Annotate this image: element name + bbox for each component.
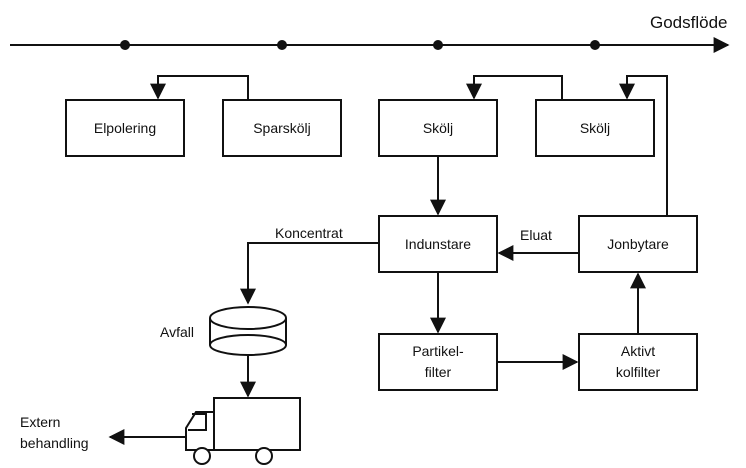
goods-flow-label: Godsflöde [650, 13, 728, 32]
aktivt-kolfilter-label-2: kolfilter [616, 364, 661, 380]
skolj-label-1: Skölj [423, 120, 453, 136]
jonbytare-label: Jonbytare [607, 236, 669, 252]
flow-dot-1 [120, 40, 130, 50]
avfall-tank-icon [210, 307, 286, 355]
skolj2-to-skolj1-arrow [474, 76, 562, 100]
koncentrat-label: Koncentrat [275, 225, 343, 241]
extern-label-1: Extern [20, 414, 60, 430]
skolj-label-2: Skölj [580, 120, 610, 136]
avfall-label: Avfall [160, 324, 194, 340]
flow-dot-4 [590, 40, 600, 50]
aktivt-kolfilter-label-1: Aktivt [621, 343, 655, 359]
sparskolj-to-elpolering-arrow [158, 76, 248, 100]
flow-dot-2 [277, 40, 287, 50]
truck-icon [186, 398, 300, 464]
partikelfilter-label-2: filter [425, 364, 452, 380]
eluat-label: Eluat [520, 227, 552, 243]
flow-dot-3 [433, 40, 443, 50]
partikelfilter-label-1: Partikel- [412, 343, 464, 359]
koncentrat-arrow [248, 243, 379, 303]
elpolering-label: Elpolering [94, 120, 156, 136]
sparskolj-label: Sparskölj [253, 120, 311, 136]
extern-label-2: behandling [20, 435, 89, 451]
indunstare-label: Indunstare [405, 236, 471, 252]
